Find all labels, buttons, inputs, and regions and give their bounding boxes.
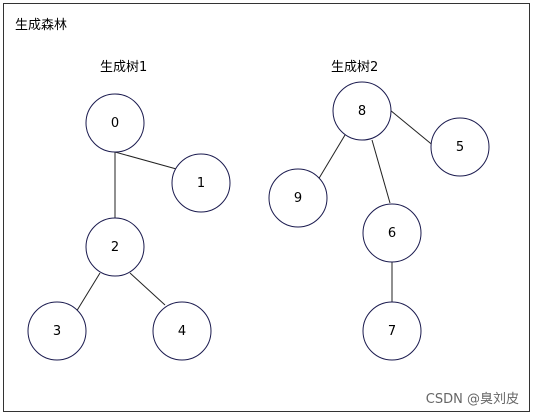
svg-text:9: 9 (294, 191, 302, 206)
svg-text:5: 5 (456, 140, 464, 155)
svg-text:2: 2 (111, 240, 119, 255)
edge-8-9 (317, 134, 346, 181)
node-2: 2 (85, 217, 145, 277)
svg-text:3: 3 (53, 324, 61, 339)
node-7: 7 (362, 301, 422, 361)
edge-2-3 (72, 272, 101, 318)
page-title: 生成森林 (15, 18, 68, 33)
node-0: 0 (85, 93, 145, 153)
edge-2-4 (129, 272, 166, 306)
watermark: CSDN @臭刘皮 (425, 392, 519, 407)
svg-text:0: 0 (111, 116, 119, 131)
node-4: 4 (152, 301, 212, 361)
svg-text:8: 8 (358, 104, 366, 119)
svg-text:1: 1 (197, 176, 205, 191)
svg-text:6: 6 (388, 226, 396, 241)
node-1: 1 (171, 153, 231, 213)
tree-1-label: 生成树1 (100, 60, 148, 75)
node-9: 9 (268, 168, 328, 228)
node-3: 3 (27, 301, 87, 361)
svg-text:7: 7 (388, 324, 396, 339)
edge-0-1 (114, 151, 181, 171)
edge-8-5 (389, 109, 436, 148)
edge-8-6 (371, 139, 391, 204)
node-5: 5 (430, 117, 490, 177)
diagram-frame (3, 3, 530, 412)
node-8: 8 (332, 81, 392, 141)
tree-2-label: 生成树2 (331, 60, 379, 75)
node-6: 6 (362, 203, 422, 263)
svg-text:4: 4 (178, 324, 186, 339)
